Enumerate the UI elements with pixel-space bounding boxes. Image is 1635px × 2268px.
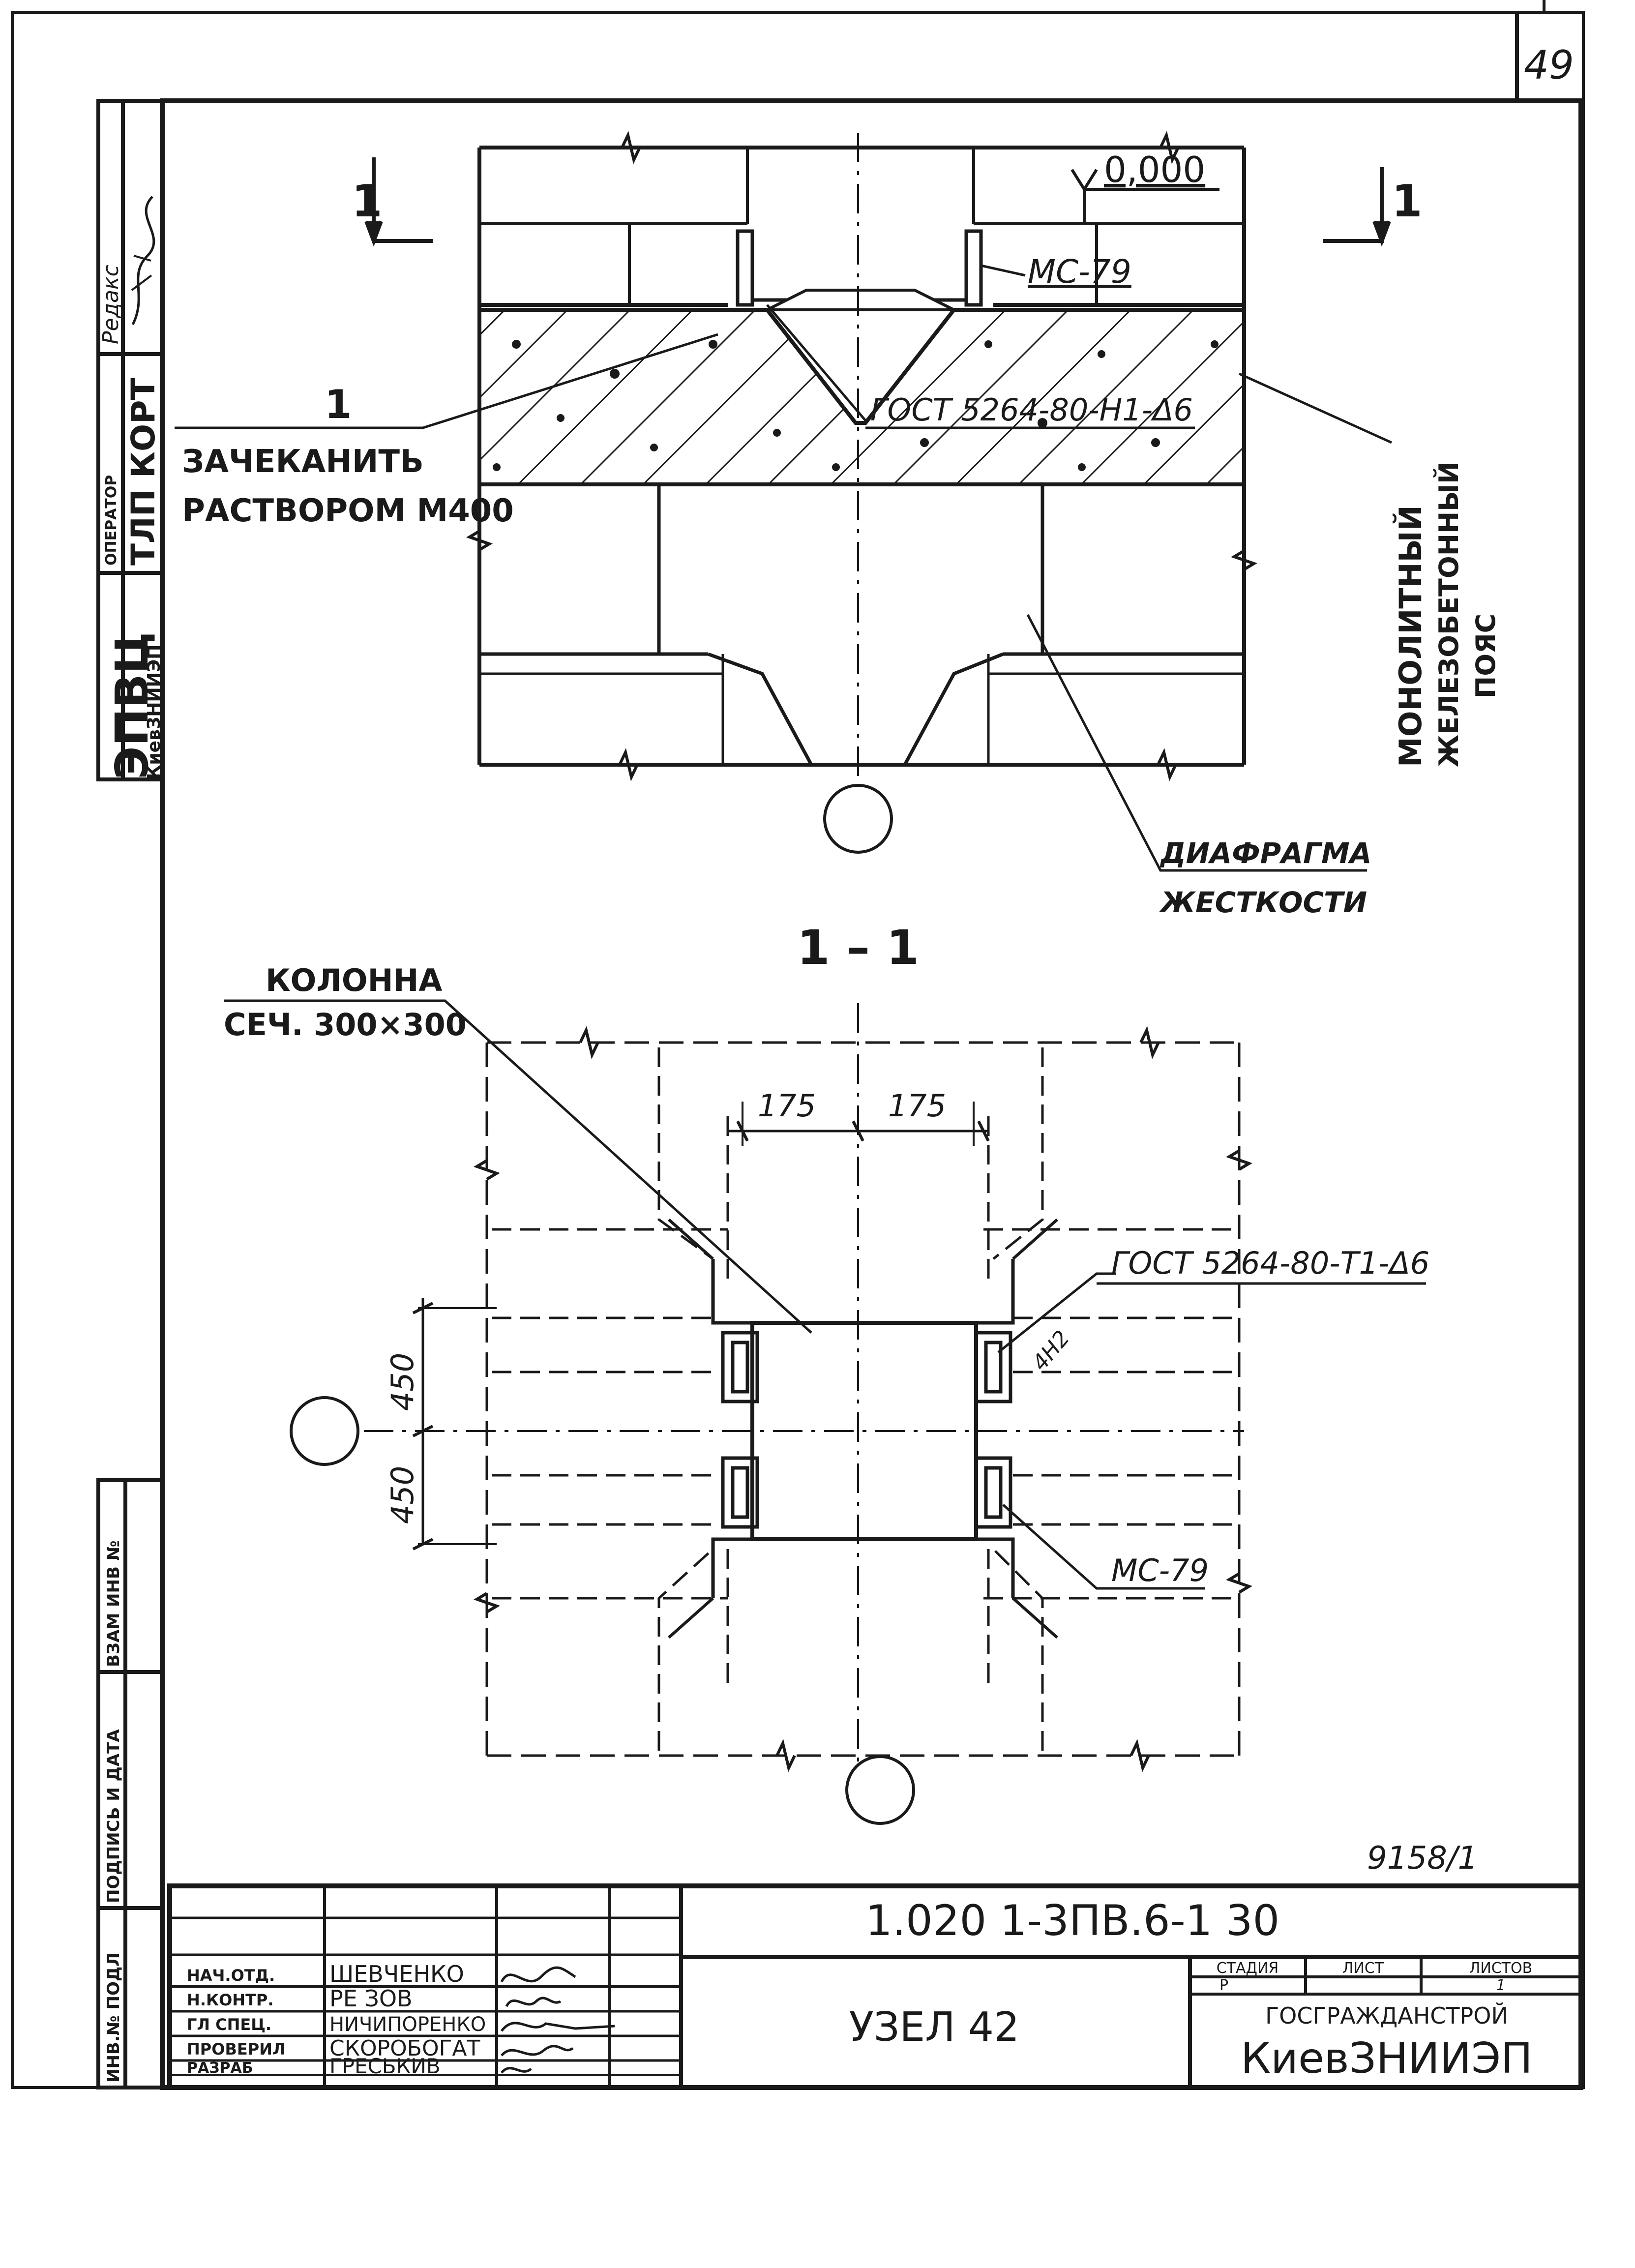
staff-role: ПРОВЕРИЛ bbox=[187, 2040, 286, 2059]
diaphragm-leader bbox=[1026, 614, 1367, 872]
side-sign-label: ПОДПИСЬ И ДАТА bbox=[104, 1729, 123, 1903]
stamp-operator-value: ТЛП КОРТ bbox=[124, 378, 162, 566]
editor-signature bbox=[131, 196, 155, 326]
staff-signatures bbox=[500, 1966, 615, 2074]
column-line2: СЕЧ. 300×300 bbox=[224, 1007, 467, 1043]
sheet-header: ЛИСТ bbox=[1342, 1960, 1384, 1977]
staff-role: ГЛ СПЕЦ. bbox=[187, 2015, 271, 2034]
designation: 1.020 1-3ПВ.6-1 30 bbox=[865, 1896, 1279, 1945]
title-block bbox=[167, 1883, 1583, 2090]
side-table bbox=[96, 1478, 164, 2089]
dim-175-right: 175 bbox=[888, 1088, 946, 1124]
column-line1: КОЛОННА bbox=[266, 962, 442, 998]
axis-bubble-bottom bbox=[845, 1755, 915, 1825]
elevation-mark bbox=[1070, 169, 1219, 224]
dim-450-lower: 450 bbox=[385, 1466, 420, 1524]
side-vzam-label: ВЗАМ ИНВ № bbox=[104, 1540, 123, 1667]
diaphragm-line1: ДИАФРАГМА bbox=[1159, 836, 1372, 870]
org-line1: ГОСГРАЖДАНСТРОЙ bbox=[1265, 2002, 1508, 2029]
belt-line2: ЖЕЛЕЗОБЕТОННЫЙ bbox=[1433, 462, 1464, 767]
drawing-title: УЗЕЛ 42 bbox=[849, 2004, 1019, 2051]
leader-number: 1 bbox=[325, 382, 352, 427]
staff-name: ШЕВЧЕНКО bbox=[329, 1961, 464, 1987]
diaphragm bbox=[479, 133, 1244, 787]
ms-leader-top bbox=[981, 264, 1026, 277]
caulk-line1: ЗАЧЕКАНИТЬ bbox=[182, 444, 424, 480]
weld-small-label: 4Н2 bbox=[1027, 1326, 1074, 1375]
staff-role: НАЧ.ОТД. bbox=[187, 1966, 275, 1985]
org-line2: КиевЗНИИЭП bbox=[1241, 2034, 1533, 2083]
axis-bubble-left bbox=[290, 1396, 359, 1466]
staff-row-2: Н.КОНТР. РЕ ЗОВ bbox=[187, 1985, 413, 2012]
axis-bubble-top bbox=[823, 784, 893, 854]
stamp-editor-label: Редакс bbox=[98, 265, 123, 344]
left-stamp bbox=[96, 99, 164, 781]
staff-row-5: РАЗРАБ ГРЕСЬКИВ bbox=[187, 2054, 441, 2078]
stamp-org: ЭПВЦ bbox=[106, 632, 158, 779]
stage-header: СТАДИЯ bbox=[1217, 1960, 1279, 1977]
staff-name: НИЧИПОРЕНКО bbox=[329, 2013, 486, 2036]
staff-name: ГРЕСЬКИВ bbox=[329, 2054, 441, 2078]
staff-row-1: НАЧ.ОТД. ШЕВЧЕНКО bbox=[187, 1961, 464, 1987]
caulk-leader bbox=[175, 333, 718, 429]
embedded-plates bbox=[736, 229, 983, 307]
staff-role: Н.КОНТР. bbox=[187, 1991, 274, 2009]
stamp-operator-label: ОПЕРАТОР bbox=[103, 475, 120, 566]
belt-leader bbox=[1238, 372, 1393, 444]
plan-plates bbox=[721, 1331, 1012, 1529]
dim-175-left: 175 bbox=[758, 1088, 816, 1124]
page-number: 49 bbox=[1524, 42, 1574, 88]
weld-leader-plan bbox=[997, 1272, 1116, 1353]
staff-row-3: ГЛ СПЕЦ. НИЧИПОРЕНКО bbox=[187, 2013, 486, 2036]
mortar-wedge bbox=[766, 289, 955, 311]
belt-line1: МОНОЛИТНЫЙ bbox=[1393, 505, 1428, 767]
weld-leader-section bbox=[766, 304, 866, 421]
side-inv-label: ИНВ.№ ПОДЛ bbox=[104, 1953, 123, 2083]
section-cut-marks bbox=[364, 157, 1391, 247]
plan-view bbox=[364, 1003, 1253, 1772]
staff-name: РЕ ЗОВ bbox=[329, 1985, 413, 2012]
column-leader bbox=[224, 999, 812, 1334]
ms-label-plan: МС-79 bbox=[1111, 1552, 1209, 1588]
staff-row-4: ПРОВЕРИЛ СКОРОБОГАТ bbox=[187, 2036, 480, 2061]
caulk-line2: РАСТВОРОМ М400 bbox=[182, 493, 514, 529]
staff-name: СКОРОБОГАТ bbox=[329, 2036, 480, 2061]
inv-number: 9158/1 bbox=[1367, 1840, 1478, 1877]
weld-gost-plan: ГОСТ 5264-80-Т1-Δ6 bbox=[1111, 1245, 1429, 1281]
dim-450-upper: 450 bbox=[385, 1353, 420, 1411]
cut-mark-left: 1 bbox=[352, 176, 383, 227]
stamp-org-sub: КиевЗНИИЭП bbox=[144, 645, 164, 779]
ms-leader-plan bbox=[1002, 1504, 1205, 1590]
elevation-label: 0,000 bbox=[1104, 149, 1205, 190]
ms-label-top: МС-79 bbox=[1028, 253, 1131, 291]
plan-section-title: 1 – 1 bbox=[797, 920, 919, 975]
stage-value: Р bbox=[1219, 1977, 1228, 1994]
belt-aggregate bbox=[493, 340, 1219, 471]
staff-role: РАЗРАБ bbox=[187, 2059, 253, 2077]
cut-mark-right: 1 bbox=[1392, 176, 1423, 227]
belt-line3: ПОЯС bbox=[1470, 614, 1501, 698]
sheets-header: ЛИСТОВ bbox=[1469, 1960, 1532, 1977]
weld-gost-section: ГОСТ 5264-80-Н1-Δ6 bbox=[870, 392, 1193, 428]
diaphragm-line2: ЖЕСТКОСТИ bbox=[1159, 886, 1367, 919]
sheets-value: 1 bbox=[1496, 1977, 1505, 1994]
